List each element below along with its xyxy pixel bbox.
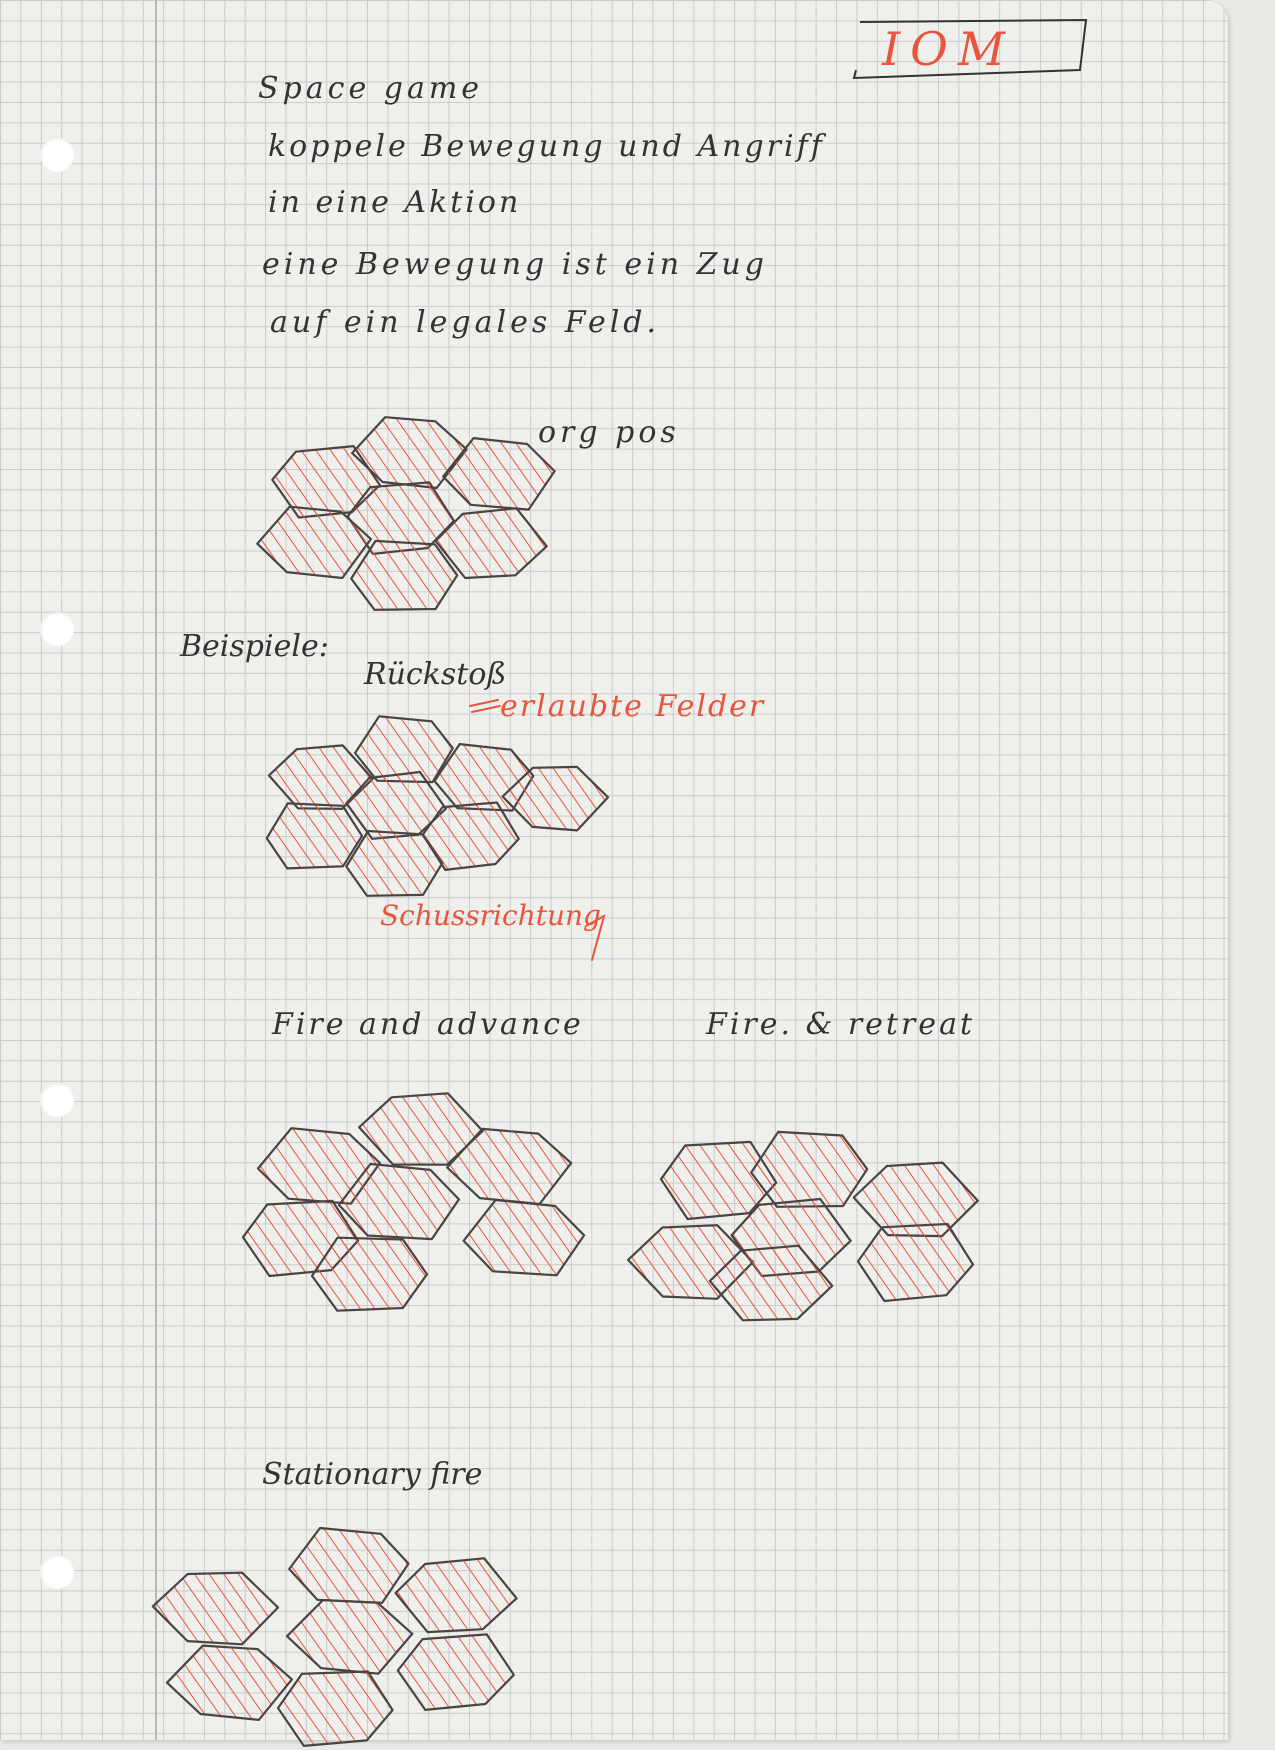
hex-grid-fire-advance [241,1092,586,1312]
punch-hole [40,1083,74,1117]
hex-cell-allowed [165,1644,293,1721]
hex-grid-org-pos [256,416,556,611]
hex-cell-allowed [350,539,459,611]
hex-cell-allowed [256,1127,381,1205]
hex-cell-allowed [394,1557,518,1634]
hex-grid-fire-retreat [627,1130,979,1322]
hex-cell-allowed [750,1130,869,1208]
hex-cell-allowed [708,1244,834,1322]
punch-hole [40,612,74,646]
hex-cell-allowed [446,1127,573,1206]
hex-grid-stationary [151,1526,518,1747]
hex-cell-allowed [265,802,364,870]
punch-hole [40,138,74,172]
hex-cell-allowed [354,715,454,784]
hex-cell-allowed [501,765,610,832]
graph-paper-sheet: IOM Space game koppele Bewegung und Angr… [0,0,1228,1740]
example-fire-advance-label: Fire and advance [272,1007,584,1042]
legend-hatch-sample [469,699,501,713]
hex-cell-allowed [285,1599,414,1675]
hex-cell-allowed [856,1222,975,1303]
margin-line [155,0,157,1740]
hex-cell-allowed [462,1198,586,1277]
text-line-2: in eine Aktion [268,185,522,220]
label-examples: Beispiele: [180,629,329,664]
example-stationary-label: Stationary fire [262,1457,483,1492]
hex-cell-allowed [337,1162,460,1241]
punch-hole [40,1555,74,1589]
label-org-pos: org pos [538,415,680,450]
hex-cell-allowed [151,1571,280,1646]
hex-cell-allowed [288,1526,410,1604]
header-code: IOM [882,22,1015,76]
text-line-1: koppele Bewegung und Angriff [268,129,825,164]
example-fire-retreat-label: Fire. & retreat [706,1007,976,1042]
hex-cell-allowed [276,1670,394,1747]
hex-cell-allowed [434,507,548,580]
example-recoil-label: Rückstoß [364,657,507,692]
hex-cell-allowed [310,1236,429,1312]
hex-cell-allowed [442,437,556,511]
hex-cell-allowed [256,505,372,580]
hex-cell-allowed [345,829,444,897]
legend-underline [585,913,606,961]
text-line-3: eine Bewegung ist ein Zug [262,247,768,282]
legend-allowed-fields: erlaubte Felder [500,689,766,724]
legend-fire-direction: Schussrichtung [380,899,601,932]
hex-cell-allowed [396,1633,515,1711]
text-line-4: auf ein legales Feld. [270,305,661,340]
hex-cell-allowed [421,801,520,871]
hex-grid-recoil [265,715,610,897]
header-box [852,18,1088,80]
page-title: Space game [258,71,484,106]
